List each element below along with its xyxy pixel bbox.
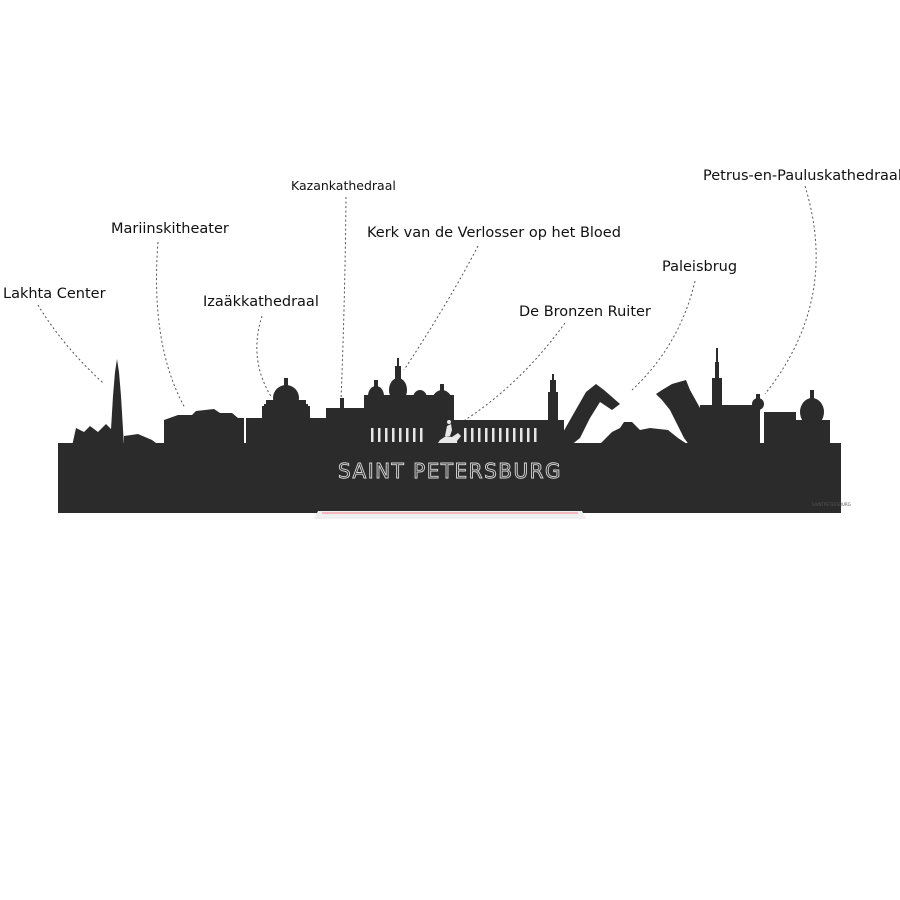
kazan-cathedral-silhouette xyxy=(326,398,368,446)
city-name-engraving: SAINT PETERSBURG xyxy=(338,459,562,483)
label-isaac-cathedral: Izaäkkathedraal xyxy=(203,294,319,310)
palace-bridge-silhouette xyxy=(562,380,712,446)
skyline-silhouette xyxy=(72,348,830,452)
leader-kazan-cathedral xyxy=(340,196,347,401)
leader-isaac-cathedral xyxy=(256,315,273,399)
leader-peter-paul-cathedral xyxy=(764,185,817,395)
bronze-horseman-panel-silhouette xyxy=(364,420,564,452)
leader-mariinsky-theater xyxy=(156,241,186,409)
label-mariinsky-theater: Mariinskitheater xyxy=(111,221,229,237)
colonnade-windows xyxy=(371,428,537,442)
mariinsky-theater-silhouette xyxy=(164,409,244,446)
leader-church-of-savior xyxy=(403,245,479,371)
isaac-cathedral-silhouette xyxy=(246,378,326,446)
leader-palace-bridge xyxy=(631,280,696,391)
maker-mark: SAINTPETERSBURG xyxy=(812,502,851,507)
lakhta-center-silhouette xyxy=(72,359,160,446)
tower-silhouette xyxy=(548,374,558,446)
label-lakhta-center: Lakhta Center xyxy=(3,286,106,302)
peter-paul-cathedral-silhouette xyxy=(700,348,830,446)
label-bronze-horseman: De Bronzen Ruiter xyxy=(519,304,651,320)
stand xyxy=(314,511,586,519)
nameplate-base: SAINT PETERSBURG SAINTPETERSBURG xyxy=(58,443,851,513)
label-palace-bridge: Paleisbrug xyxy=(662,259,737,275)
label-peter-paul-cathedral: Petrus-en-Pauluskathedraal xyxy=(703,168,900,184)
leader-bronze-horseman xyxy=(461,322,566,423)
leader-lakhta-center xyxy=(37,304,104,384)
label-kazan-cathedral: Kazankathedraal xyxy=(291,178,396,193)
label-church-of-savior: Kerk van de Verlosser op het Bloed xyxy=(367,225,621,241)
